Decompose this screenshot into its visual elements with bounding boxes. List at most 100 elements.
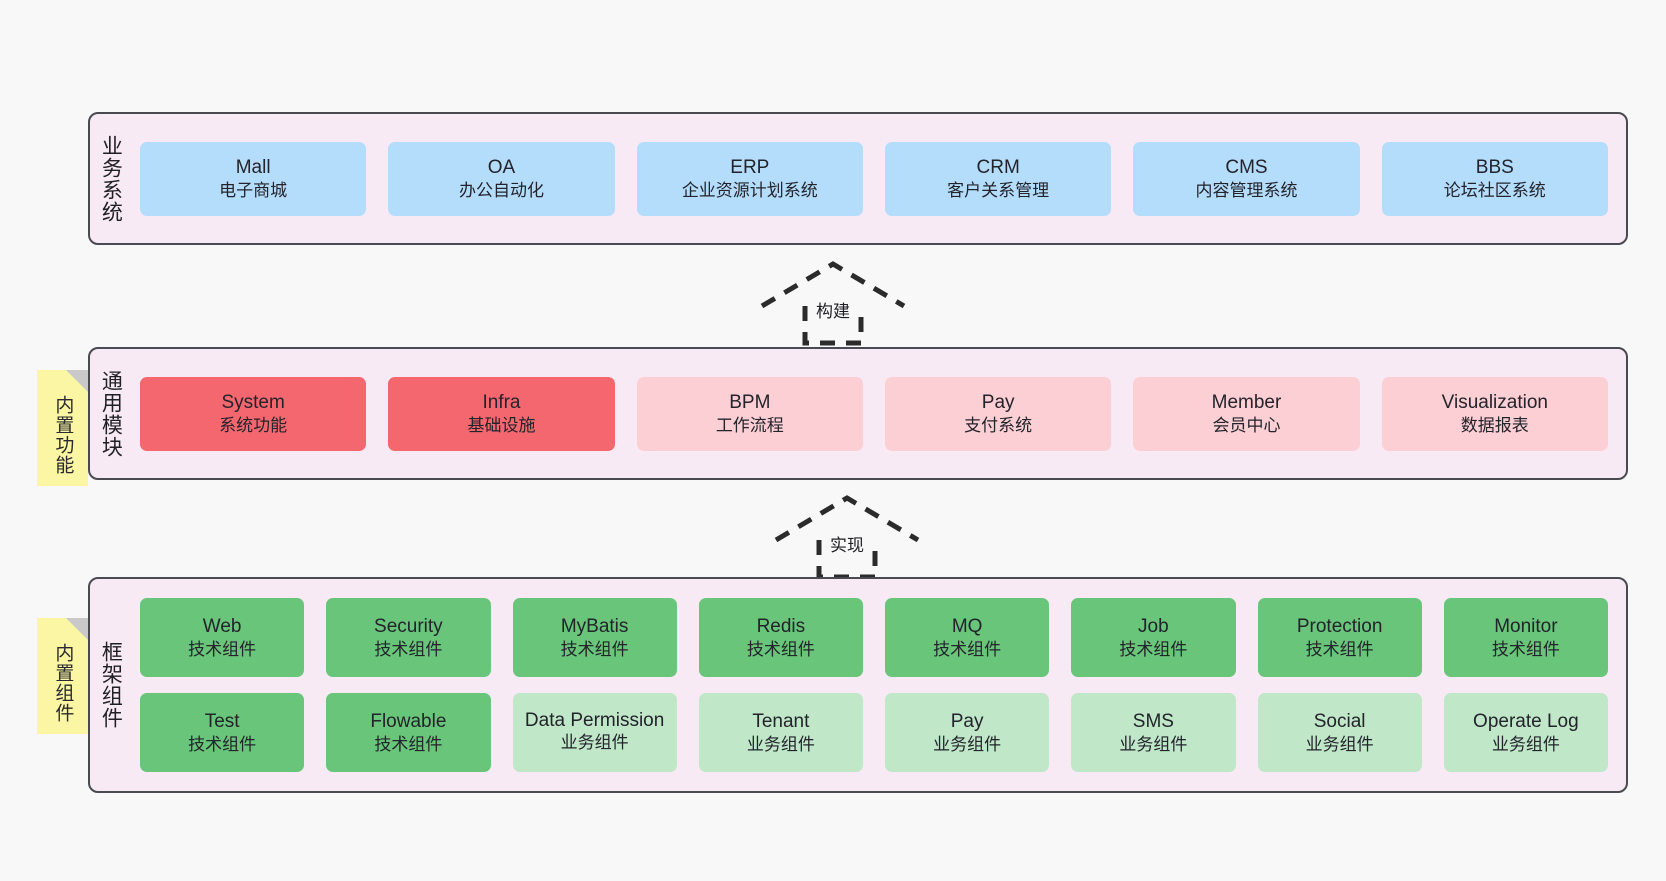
card-subtitle: 业务组件 xyxy=(1305,734,1374,754)
card-member[interactable]: Member 会员中心 xyxy=(1133,376,1360,451)
card-title: Job xyxy=(1138,615,1169,637)
card-bpm[interactable]: BPM 工作流程 xyxy=(636,376,863,451)
card-data-permission[interactable]: Data Permission 业务组件 xyxy=(512,693,677,772)
card-subtitle: 企业资源计划系统 xyxy=(681,180,818,200)
card-row: Test 技术组件 Flowable 技术组件 Data Permission … xyxy=(140,693,1608,772)
card-subtitle: 办公自动化 xyxy=(458,180,544,200)
card-title: BPM xyxy=(729,391,771,413)
connector-build: 构建 xyxy=(758,258,908,346)
card-title: Monitor xyxy=(1494,615,1558,637)
card-title: Operate Log xyxy=(1473,710,1579,732)
card-subtitle: 业务组件 xyxy=(560,733,629,753)
card-redis[interactable]: Redis 技术组件 xyxy=(698,598,863,677)
card-title: Data Permission xyxy=(524,710,665,732)
card-title: Pay xyxy=(981,391,1015,413)
card-pay-module[interactable]: Pay 支付系统 xyxy=(884,376,1112,451)
card-subtitle: 技术组件 xyxy=(933,639,1002,659)
card-social[interactable]: Social 业务组件 xyxy=(1257,693,1422,772)
card-title: Infra xyxy=(482,391,521,413)
card-protection[interactable]: Protection 技术组件 xyxy=(1257,598,1422,677)
card-job[interactable]: Job 技术组件 xyxy=(1071,598,1236,677)
card-subtitle: 业务组件 xyxy=(1119,734,1188,754)
layer-body-common-modules: System 系统功能 Infra 基础设施 BPM 工作流程 Pay 支付系统… xyxy=(130,349,1626,478)
card-subtitle: 技术组件 xyxy=(188,734,257,754)
card-cms[interactable]: CMS 内容管理系统 xyxy=(1133,141,1360,216)
card-subtitle: 基础设施 xyxy=(467,415,536,435)
card-monitor[interactable]: Monitor 技术组件 xyxy=(1443,598,1608,677)
card-subtitle: 会员中心 xyxy=(1212,415,1281,435)
card-title: Tenant xyxy=(752,710,810,732)
card-subtitle: 技术组件 xyxy=(560,639,629,659)
card-security[interactable]: Security 技术组件 xyxy=(326,598,491,677)
card-pay-component[interactable]: Pay 业务组件 xyxy=(885,693,1050,772)
card-erp[interactable]: ERP 企业资源计划系统 xyxy=(636,141,863,216)
card-subtitle: 技术组件 xyxy=(1305,639,1374,659)
card-infra[interactable]: Infra 基础设施 xyxy=(388,376,615,451)
card-crm[interactable]: CRM 客户关系管理 xyxy=(884,141,1112,216)
card-visualization[interactable]: Visualization 数据报表 xyxy=(1381,376,1608,451)
card-subtitle: 电子商城 xyxy=(219,180,288,200)
layer-title-business-systems: 业务系统 xyxy=(99,134,123,223)
card-mybatis[interactable]: MyBatis 技术组件 xyxy=(512,598,677,677)
card-title: OA xyxy=(487,156,516,178)
card-bbs[interactable]: BBS 论坛社区系统 xyxy=(1381,141,1608,216)
connector-build-label: 构建 xyxy=(816,302,850,321)
card-web[interactable]: Web 技术组件 xyxy=(140,598,305,677)
card-oa[interactable]: OA 办公自动化 xyxy=(388,141,615,216)
layer-common-modules: 通用模块 System 系统功能 Infra 基础设施 BPM 工作流程 Pay… xyxy=(88,347,1628,480)
card-title: Member xyxy=(1211,391,1282,413)
card-flowable[interactable]: Flowable 技术组件 xyxy=(326,693,491,772)
card-subtitle: 支付系统 xyxy=(964,415,1033,435)
sticky-note-builtin-components: 内置组件 xyxy=(37,618,88,734)
card-mall[interactable]: Mall 电子商城 xyxy=(140,141,367,216)
card-subtitle: 技术组件 xyxy=(374,639,443,659)
card-title: Security xyxy=(374,615,443,637)
card-title: Social xyxy=(1313,710,1366,732)
card-row: Web 技术组件 Security 技术组件 MyBatis 技术组件 Redi… xyxy=(140,598,1608,677)
layer-body-framework-components: Web 技术组件 Security 技术组件 MyBatis 技术组件 Redi… xyxy=(130,579,1626,791)
card-title: Protection xyxy=(1296,615,1383,637)
card-title: Test xyxy=(204,710,240,732)
card-tenant[interactable]: Tenant 业务组件 xyxy=(698,693,863,772)
card-title: SMS xyxy=(1132,710,1174,732)
card-subtitle: 技术组件 xyxy=(188,639,257,659)
note-fold-corner-icon xyxy=(66,370,88,392)
card-subtitle: 系统功能 xyxy=(219,415,288,435)
card-title: System xyxy=(221,391,285,413)
card-title: BBS xyxy=(1475,156,1514,178)
sticky-note-label: 内置功能 xyxy=(52,395,74,475)
card-subtitle: 数据报表 xyxy=(1460,415,1529,435)
card-subtitle: 技术组件 xyxy=(746,639,815,659)
card-title: ERP xyxy=(730,156,770,178)
card-title: Flowable xyxy=(370,710,447,732)
card-subtitle: 业务组件 xyxy=(933,734,1002,754)
card-row: System 系统功能 Infra 基础设施 BPM 工作流程 Pay 支付系统… xyxy=(140,376,1608,451)
layer-title-framework-components: 框架组件 xyxy=(99,641,123,729)
card-mq[interactable]: MQ 技术组件 xyxy=(885,598,1050,677)
card-operate-log[interactable]: Operate Log 业务组件 xyxy=(1443,693,1608,772)
sticky-note-builtin-functions: 内置功能 xyxy=(37,370,88,486)
card-title: CMS xyxy=(1225,156,1268,178)
card-title: CRM xyxy=(976,156,1020,178)
layer-body-business-systems: Mall 电子商城 OA 办公自动化 ERP 企业资源计划系统 CRM 客户关系… xyxy=(130,114,1626,243)
connector-implement-label: 实现 xyxy=(830,536,864,555)
card-title: Pay xyxy=(950,710,984,732)
card-sms[interactable]: SMS 业务组件 xyxy=(1071,693,1236,772)
layer-title-common-modules: 通用模块 xyxy=(99,369,123,458)
card-subtitle: 论坛社区系统 xyxy=(1443,180,1546,200)
card-title: Web xyxy=(202,615,242,637)
card-row: Mall 电子商城 OA 办公自动化 ERP 企业资源计划系统 CRM 客户关系… xyxy=(140,141,1608,216)
card-subtitle: 技术组件 xyxy=(1491,639,1560,659)
card-title: MyBatis xyxy=(560,615,629,637)
card-subtitle: 技术组件 xyxy=(1119,639,1188,659)
layer-framework-components: 框架组件 Web 技术组件 Security 技术组件 MyBatis 技术组件… xyxy=(88,577,1628,793)
card-title: MQ xyxy=(951,615,983,637)
card-system[interactable]: System 系统功能 xyxy=(140,376,367,451)
card-subtitle: 客户关系管理 xyxy=(947,180,1050,200)
card-subtitle: 业务组件 xyxy=(1491,734,1560,754)
card-subtitle: 技术组件 xyxy=(374,734,443,754)
card-test[interactable]: Test 技术组件 xyxy=(140,693,305,772)
card-title: Mall xyxy=(235,156,271,178)
connector-build-arrow-icon xyxy=(760,261,906,346)
card-subtitle: 内容管理系统 xyxy=(1195,180,1298,200)
